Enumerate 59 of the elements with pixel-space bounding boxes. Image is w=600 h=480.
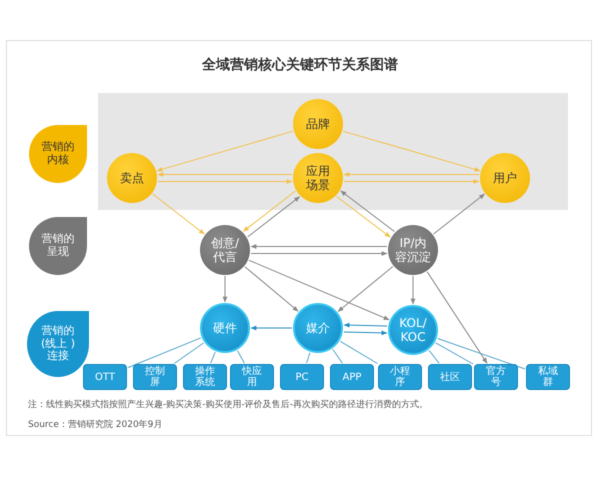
concept-circle: 创意/代言 (200, 225, 250, 275)
diagram-title: 全域营销核心关键环节关系图谱 (201, 56, 399, 74)
connector-line (306, 352, 310, 364)
arrow (426, 271, 488, 364)
connector-line (174, 342, 204, 364)
concept-circle: IP/内容沉淀 (388, 225, 438, 275)
arrow (433, 194, 485, 234)
connector-line (127, 337, 202, 368)
concept-circle: 用户 (480, 153, 530, 203)
arrow (344, 179, 480, 184)
arrow (343, 330, 388, 336)
channel-box: 社区 (428, 364, 472, 390)
concept-circle: KOL/KOC (388, 305, 438, 355)
source-note: Source：营销研究院 2020年9月 (28, 418, 164, 431)
arrow (158, 179, 293, 184)
channel-box: 快应用 (230, 364, 274, 390)
channel-box: 官方号 (474, 364, 518, 390)
category-tag: 营销的内核 (29, 125, 87, 183)
connector-line (210, 352, 216, 364)
concept-circle: 媒介 (293, 303, 343, 353)
connector-line (340, 340, 378, 364)
background-band (98, 93, 568, 210)
arrow (342, 130, 481, 172)
connector-line (237, 350, 245, 364)
concept-circle: 硬件 (200, 303, 250, 353)
arrow (343, 172, 480, 177)
concept-circle: 应用场景 (293, 153, 343, 203)
arrow (250, 244, 388, 249)
channel-box: PC (280, 364, 324, 390)
arrow (156, 130, 294, 172)
arrow (248, 260, 390, 320)
channel-box: 私域群 (526, 364, 570, 390)
category-tag: 营销的呈现 (29, 217, 87, 275)
arrow (242, 190, 296, 232)
arrow (244, 266, 299, 312)
connector-line (437, 338, 526, 370)
channel-box: 小程序 (378, 364, 422, 390)
arrow (336, 196, 391, 238)
arrow (340, 190, 395, 232)
concept-circle: 品牌 (293, 99, 343, 149)
concept-circle: 卖点 (107, 153, 157, 203)
arrow (250, 251, 388, 256)
connector-line (435, 342, 474, 364)
connector-line (332, 348, 343, 364)
channel-box: APP (330, 364, 374, 390)
arrow (152, 193, 205, 235)
channel-box: 操作系统 (183, 364, 227, 390)
footnote: 注：线性购买模式指按照产生兴趣-购买决策-购买使用-评价及售后-再次购买的路径进行消费的方式。 (28, 398, 429, 411)
connector-line (428, 350, 440, 364)
arrow (157, 172, 292, 177)
category-tag: 营销的(线上 )连接 (27, 311, 89, 377)
arrow (247, 196, 300, 238)
arrow (222, 276, 228, 303)
channel-box: 控制屏 (133, 364, 177, 390)
arrow (338, 266, 394, 312)
arrow (344, 322, 388, 328)
arrow (410, 276, 416, 305)
arrow (250, 326, 292, 330)
channel-box: OTT (83, 364, 127, 390)
